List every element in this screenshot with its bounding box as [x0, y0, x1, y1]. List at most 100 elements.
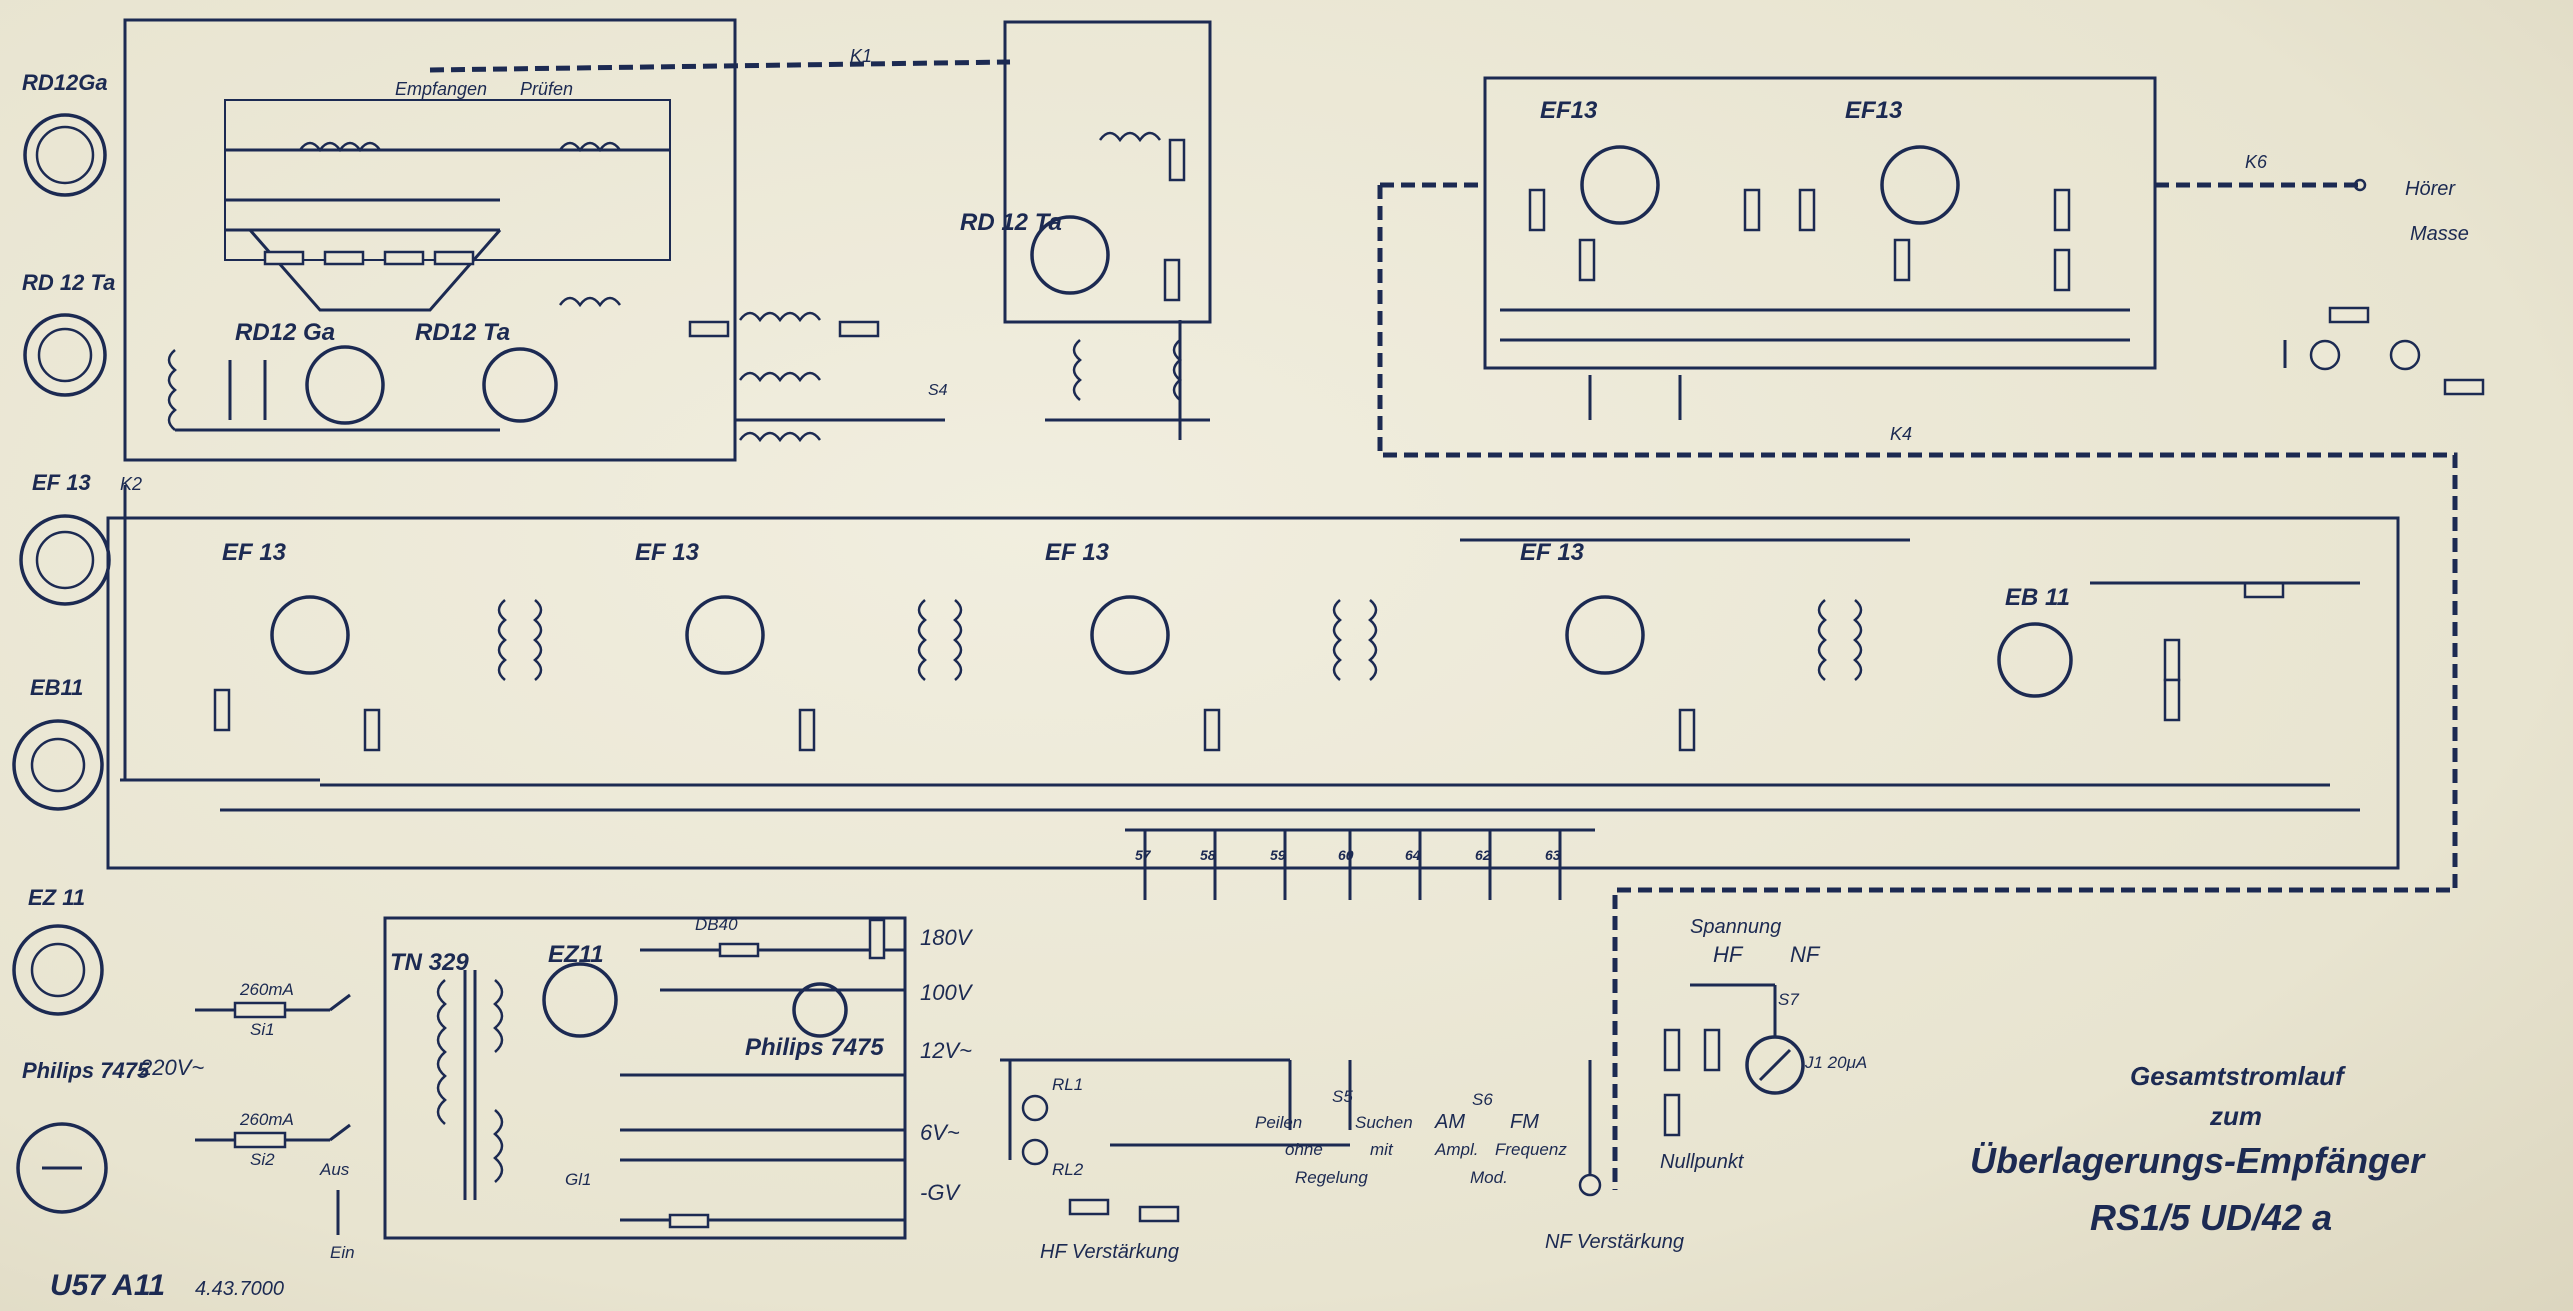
- tube-rd12ga: [305, 345, 385, 425]
- label-nf: NF: [1790, 942, 1821, 967]
- side-label-philips: Philips 7475: [22, 1058, 150, 1083]
- side-label-ef13: EF 13: [32, 470, 91, 495]
- label-regelung: Regelung: [1295, 1168, 1368, 1187]
- label-eb11: EB 11: [2005, 584, 2070, 611]
- label-af-tube-1: EF13: [1540, 97, 1598, 124]
- tube-symbol-rd12ta: [23, 313, 107, 397]
- label-if-tube-2: EF 13: [635, 539, 700, 566]
- label-s5: S5: [1332, 1087, 1353, 1106]
- label-s7: S7: [1778, 990, 1799, 1009]
- front-end-frame: [123, 18, 737, 462]
- tube-eb11: [1997, 622, 2073, 698]
- label-hf: HF: [1713, 942, 1744, 967]
- control-switches: Peilen ohne Suchen mit Regelung S5 AM FM…: [1000, 1058, 1684, 1263]
- label-if-tube-1: EF 13: [222, 539, 287, 566]
- side-label-rd12ta: RD 12 Ta: [22, 270, 115, 295]
- label-ampl: Ampl.: [1434, 1140, 1478, 1159]
- tube-symbol-ef13: [19, 514, 111, 606]
- label-fuse2: 260mA: [239, 1110, 294, 1129]
- label-ein: Ein: [330, 1243, 355, 1262]
- terminal-64: 64: [1405, 847, 1421, 863]
- label-k6: K6: [2245, 152, 2268, 172]
- voltage-12v: 12V~: [920, 1038, 972, 1063]
- tube-af-ef13-1: [1580, 145, 1660, 225]
- tube-symbol-philips: [16, 1122, 108, 1214]
- label-si1: Si1: [250, 1020, 275, 1039]
- terminal-63: 63: [1545, 847, 1561, 863]
- label-rl2: RL2: [1052, 1160, 1084, 1179]
- title-line-3: Überlagerungs-Empfänger: [1970, 1140, 2426, 1181]
- label-philips7475: Philips 7475: [745, 1034, 884, 1061]
- label-k1: K1: [850, 46, 872, 66]
- tube-osc-rd12ta: [1030, 215, 1110, 295]
- oscillator-frame: [1003, 20, 1212, 324]
- title-line-1: Gesamtstromlauf: [2130, 1061, 2346, 1091]
- label-aus: Aus: [319, 1160, 350, 1179]
- label-af-tube-2: EF13: [1845, 97, 1903, 124]
- tube-philips7475: [792, 982, 848, 1038]
- tube-if-ef13-2: [685, 595, 765, 675]
- side-tube-legend: RD12Ga RD 12 Ta EF 13 EB11 EZ 11 Philips…: [12, 70, 150, 1214]
- power-supply-frame: [383, 916, 907, 1240]
- meter-section: Spannung HF NF S7 J1 20μA Nullpunkt: [1660, 916, 1867, 1173]
- bottom-terminal-labels: 57 58 59 60 64 62 63: [1135, 847, 1561, 863]
- label-hf-verstaerkung: HF Verstärkung: [1040, 1241, 1179, 1263]
- if-strip-frame: [106, 516, 2400, 870]
- footer-code: U57 A11: [50, 1269, 165, 1302]
- label-if-tube-4: EF 13: [1520, 539, 1585, 566]
- label-ez11: EZ11: [548, 941, 604, 968]
- label-frequenz: Frequenz: [1495, 1140, 1567, 1159]
- voltage-gv: -GV: [920, 1180, 961, 1205]
- tube-symbol-rd12ga: [23, 113, 107, 197]
- oscillator-section: RD 12 Ta: [960, 20, 1212, 440]
- label-nullpunkt: Nullpunkt: [1660, 1151, 1745, 1173]
- label-pruefen: Prüfen: [520, 79, 573, 99]
- voltage-labels: 180V 100V 12V~ 6V~ -GV: [920, 925, 974, 1205]
- label-s6: S6: [1472, 1090, 1493, 1109]
- label-ohne: ohne: [1285, 1140, 1323, 1159]
- label-rd12ta: RD12 Ta: [415, 319, 510, 346]
- tube-if-ef13-4: [1565, 595, 1645, 675]
- label-meter: J1 20μA: [1804, 1053, 1867, 1072]
- terminal-57: 57: [1135, 847, 1152, 863]
- label-nf-verstaerkung: NF Verstärkung: [1545, 1231, 1684, 1253]
- title-line-4: RS1/5 UD/42 a: [2090, 1197, 2332, 1238]
- footer-date: 4.43.7000: [195, 1278, 284, 1300]
- label-suchen: Suchen: [1355, 1113, 1413, 1132]
- tube-symbol-ez11: [12, 924, 104, 1016]
- label-k4: K4: [1890, 424, 1912, 444]
- tube-rd12ta: [482, 347, 558, 423]
- label-rd12ga: RD12 Ga: [235, 319, 335, 346]
- side-label-rd12ga: RD12Ga: [22, 70, 108, 95]
- tube-af-ef13-2: [1880, 145, 1960, 225]
- label-db40: DB40: [695, 915, 738, 934]
- power-supply-section: TN 329 EZ11 Philips 7475 DB40 Gl1 180V 1…: [139, 915, 1084, 1262]
- tube-symbol-eb11: [12, 719, 104, 811]
- tube-if-ef13-1: [270, 595, 350, 675]
- label-rl1: RL1: [1052, 1075, 1083, 1094]
- title-line-2: zum: [2209, 1101, 2262, 1131]
- label-mod: Mod.: [1470, 1168, 1508, 1187]
- voltage-6v: 6V~: [920, 1120, 960, 1145]
- label-empfangen: Empfangen: [395, 79, 487, 99]
- label-k2: K2: [120, 474, 142, 494]
- label-hoerer: Hörer: [2405, 178, 2456, 200]
- label-gl1: Gl1: [565, 1170, 591, 1189]
- voltage-100v: 100V: [920, 980, 974, 1005]
- terminal-59: 59: [1270, 847, 1286, 863]
- side-label-ez11: EZ 11: [28, 885, 85, 910]
- k4-cable: K4: [1377, 185, 2458, 1190]
- terminal-58: 58: [1200, 847, 1216, 863]
- label-masse: Masse: [2410, 223, 2469, 245]
- tube-ez11: [542, 962, 618, 1038]
- label-mains: 220V~: [139, 1055, 204, 1080]
- label-si2: Si2: [250, 1150, 275, 1169]
- af-amplifier-section: EF13 EF13 K6 Hörer Masse: [1380, 76, 2485, 420]
- label-osc-tube: RD 12 Ta: [960, 209, 1062, 236]
- front-end-section: RD12 Ga RD12 Ta Empfangen Prüfen K1 K2 S…: [120, 18, 1011, 494]
- label-fm: FM: [1510, 1111, 1539, 1133]
- label-fuse1: 260mA: [239, 980, 294, 999]
- footer: U57 A11 4.43.7000: [50, 1269, 284, 1302]
- label-transformer: TN 329: [390, 949, 469, 976]
